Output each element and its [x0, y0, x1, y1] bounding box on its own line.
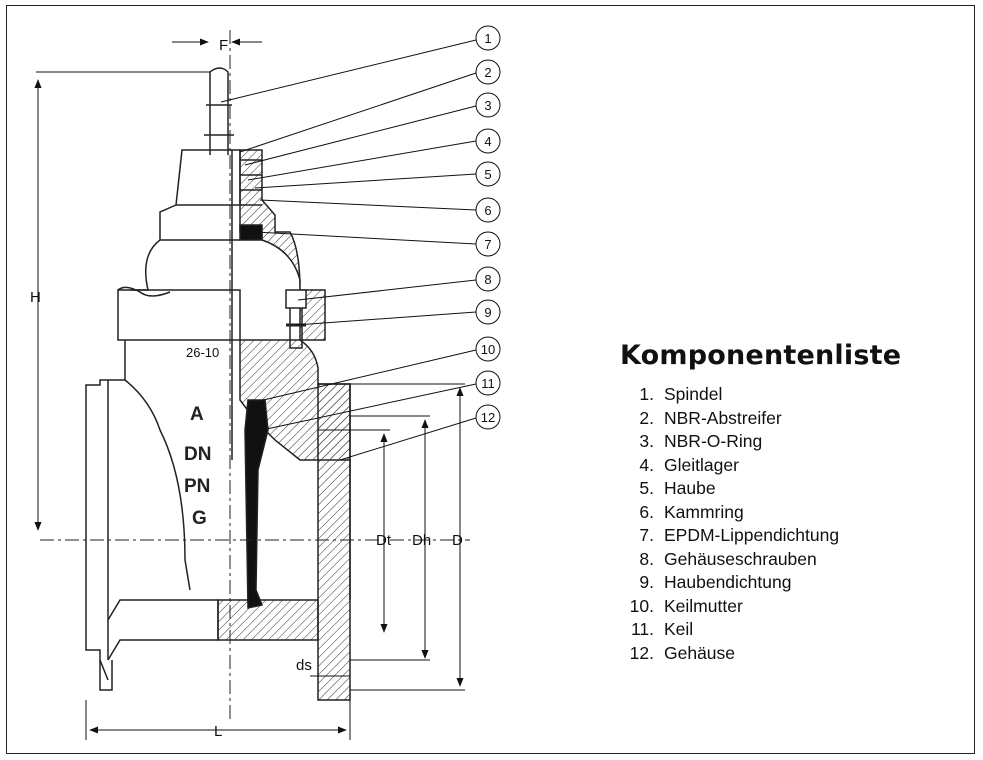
parts-list: Komponentenliste 1.Spindel 2.NBR-Abstrei… [620, 340, 960, 665]
body-cast-code: 26-10 [186, 345, 219, 360]
dimension-lines [34, 38, 465, 740]
valve-body-exterior [85, 67, 241, 691]
callout-number: 1 [484, 31, 491, 46]
list-item: 8.Gehäuseschrauben [639, 548, 817, 569]
callout-11 [475, 370, 501, 396]
callout-10 [475, 336, 501, 362]
callout-number: 4 [484, 134, 491, 149]
body-mark-g: G [192, 508, 207, 529]
callout-9 [475, 299, 501, 325]
callout-4 [475, 128, 501, 154]
list-item: 12.Gehäuse [629, 642, 736, 663]
callout-number: 3 [484, 98, 491, 113]
dim-label-ds: ds [296, 657, 312, 674]
callout-number: 5 [484, 167, 491, 182]
list-item: 7.EPDM-Lippendichtung [639, 525, 840, 545]
list-item: 9.Haubendichtung [639, 572, 792, 592]
parts-list-items: 1.Spindel 2.NBR-Abstreifer 3.NBR-O-Ring … [620, 383, 960, 665]
callout-number: 12 [481, 410, 495, 425]
callout-3 [475, 92, 501, 118]
callout-number: 10 [481, 342, 495, 357]
callout-number: 9 [484, 305, 491, 320]
parts-list-title: Komponentenliste [620, 340, 902, 371]
dim-label-d: D [452, 532, 463, 549]
body-mark-pn: PN [184, 476, 210, 497]
callout-number: 11 [481, 376, 495, 391]
body-logo-letter: A [190, 404, 204, 425]
callout-12 [475, 404, 501, 430]
dim-label-f: F [219, 37, 228, 54]
callout-circles [475, 25, 501, 430]
callout-1 [475, 25, 501, 51]
list-item: 11.Keil [630, 619, 694, 639]
list-item: 4.Gleitlager [639, 454, 739, 475]
list-item: 2.NBR-Abstreifer [639, 407, 782, 428]
list-item: 3.NBR-O-Ring [639, 431, 763, 451]
list-item: 5.Haube [639, 478, 716, 498]
dim-label-l: L [214, 723, 222, 740]
centerlines [40, 30, 470, 720]
list-item: 10.Keilmutter [629, 595, 743, 616]
dim-label-dh: Dh [412, 532, 431, 549]
callout-5 [475, 161, 501, 187]
callout-leaders [220, 39, 477, 461]
list-item: 1.Spindel [639, 384, 723, 404]
list-item: 6.Kammring [639, 501, 744, 522]
body-mark-dn: DN [184, 444, 211, 465]
callout-2 [475, 59, 501, 85]
callout-number: 7 [484, 237, 491, 252]
dim-label-dt: Dt [376, 532, 392, 549]
callout-number: 2 [484, 65, 491, 80]
callout-number: 6 [484, 203, 491, 218]
callout-7 [475, 231, 501, 257]
callout-8 [475, 266, 501, 292]
dim-label-h: H [30, 289, 41, 306]
callout-6 [475, 197, 501, 223]
callout-number: 8 [484, 272, 491, 287]
